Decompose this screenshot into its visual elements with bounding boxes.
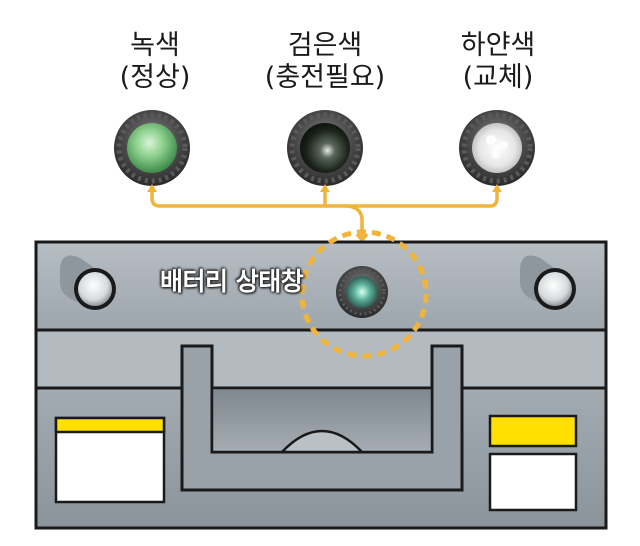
indicator-black-lens	[287, 110, 363, 186]
terminal-left	[60, 255, 116, 310]
state-label-green: 녹색 (정상)	[75, 30, 235, 94]
state-meaning: (충전필요)	[264, 62, 386, 93]
state-name: 하얀색	[460, 30, 536, 61]
state-meaning: (교체)	[462, 62, 534, 93]
state-label-black: 검은색 (충전필요)	[245, 30, 405, 94]
state-label-white: 하얀색 (교체)	[418, 30, 578, 94]
right-label-sticker	[488, 414, 578, 512]
status-window-label: 배터리 상태창	[160, 267, 304, 296]
indicator-green-lens	[114, 110, 190, 186]
state-name: 녹색	[130, 30, 180, 61]
connector-lines	[150, 186, 499, 242]
state-meaning: (정상)	[119, 62, 191, 93]
battery-top-panel	[34, 240, 608, 390]
status-window	[299, 229, 429, 359]
arrow-heads	[147, 184, 502, 192]
terminal-right	[520, 255, 576, 310]
handle-frame	[180, 344, 464, 492]
state-name: 검은색	[287, 30, 363, 61]
left-label-sticker	[54, 416, 166, 504]
indicator-white-lens	[459, 110, 535, 186]
handle-grip	[279, 429, 365, 454]
